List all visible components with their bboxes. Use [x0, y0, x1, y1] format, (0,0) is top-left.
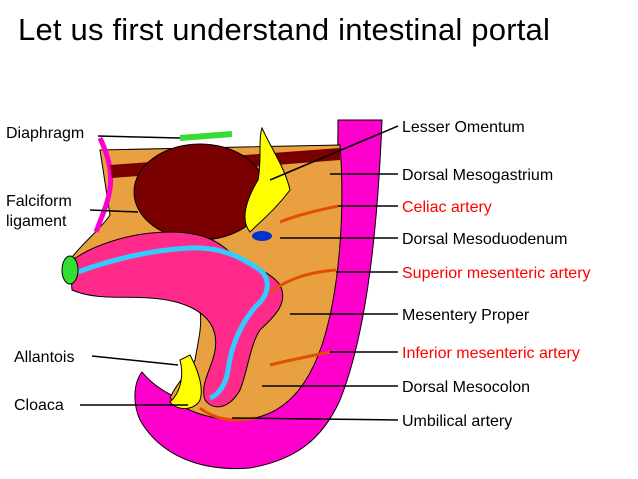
label-umbilical-artery: Umbilical artery	[402, 413, 512, 430]
label-diaphragm: Diaphragm	[6, 125, 84, 142]
diaphragm-wall	[93, 136, 114, 233]
leader-allantois	[91, 355, 179, 366]
stomach-yellow	[244, 126, 291, 233]
label-dorsal-mesogastrium: Dorsal Mesogastrium	[402, 167, 553, 184]
duct	[252, 231, 272, 241]
label-celiac-artery: Celiac artery	[402, 199, 492, 216]
celiac-artery-vessel	[279, 204, 339, 224]
inferior-mesenteric-vessel	[269, 350, 331, 367]
label-mesentery-proper: Mesentery Proper	[402, 307, 530, 324]
yolk-stalk	[169, 354, 202, 409]
superior-mesenteric-vessel	[269, 268, 337, 294]
diaphragm-edge	[179, 131, 233, 141]
label-dorsal-mesocolon: Dorsal Mesocolon	[402, 379, 530, 396]
leader-falciform	[89, 209, 139, 213]
leader-lines	[80, 125, 399, 421]
label-cloaca: Cloaca	[14, 397, 64, 414]
arteries	[199, 204, 339, 422]
label-lesser-omentum: Lesser Omentum	[402, 119, 525, 136]
label-dorsal-mesoduodenum: Dorsal Mesoduodenum	[402, 231, 567, 248]
oral-opening	[61, 255, 79, 285]
label-allantois: Allantois	[14, 349, 74, 366]
label-ligament: ligament	[6, 213, 67, 230]
gut-lumen	[77, 245, 270, 401]
slide-title: Let us first understand intestinal porta…	[18, 12, 551, 47]
leader-diaphragm	[97, 135, 181, 139]
label-superior-mesenteric-artery: Superior mesenteric artery	[402, 265, 591, 282]
leader-umbilical-artery	[231, 417, 399, 421]
leader-lesser-omentum	[269, 125, 399, 181]
label-falciform: Falciform	[6, 193, 72, 210]
label-inferior-mesenteric-artery: Inferior mesenteric artery	[402, 345, 580, 362]
